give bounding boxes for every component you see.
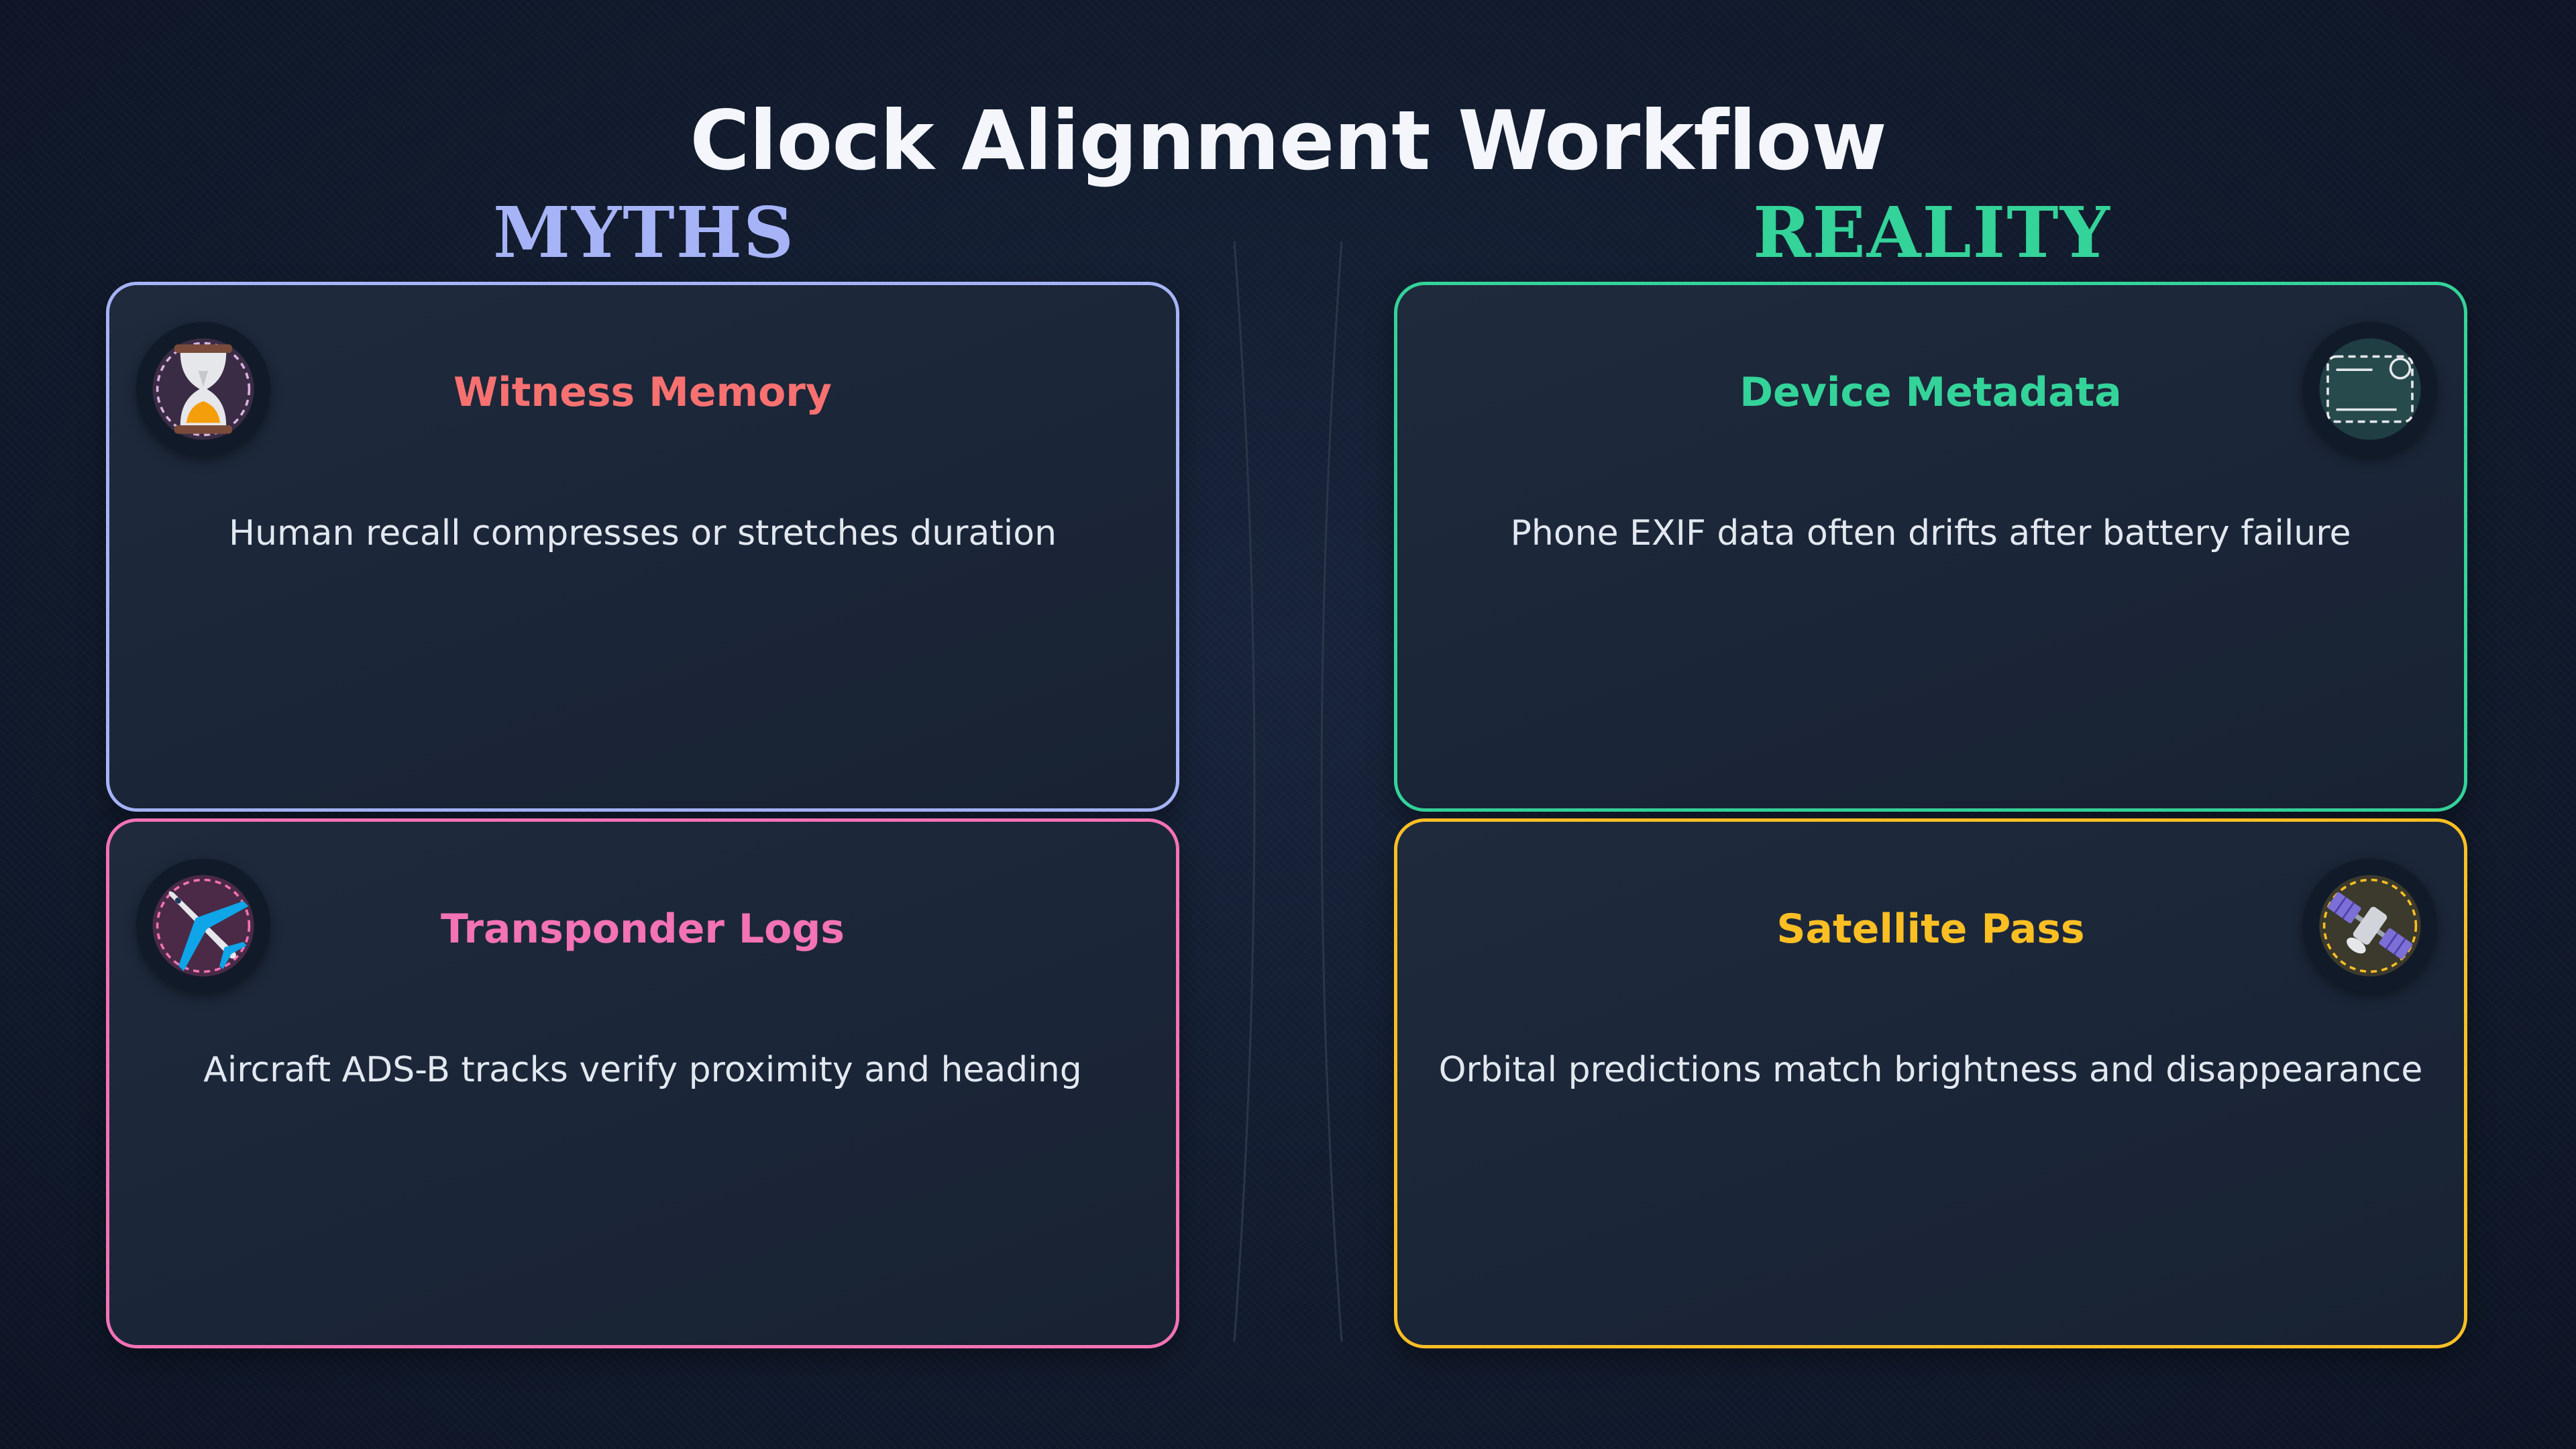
myths-heading: MYTHS	[492, 191, 796, 274]
card-witness-memory: Witness Memory Human recall compresses o…	[106, 282, 1179, 812]
card-title: Satellite Pass	[1776, 906, 2085, 953]
card-description: Aircraft ADS-B tracks verify proximity a…	[203, 1050, 1082, 1090]
satellite-icon	[2303, 859, 2437, 993]
card-title: Transponder Logs	[441, 906, 845, 953]
card-transponder-logs: Transponder Logs Aircraft ADS-B tracks v…	[106, 818, 1179, 1348]
card-satellite-pass: Satellite Pass Orbital predictions match…	[1394, 818, 2467, 1348]
column-divider-left	[1233, 241, 1256, 1342]
card-device-metadata: Device Metadata Phone EXIF data often dr…	[1394, 282, 2467, 812]
page-title: Clock Alignment Workflow	[690, 93, 1887, 189]
card-title: Witness Memory	[453, 369, 832, 416]
card-title: Device Metadata	[1739, 369, 2122, 416]
column-divider-right	[1320, 241, 1343, 1342]
reality-heading: REALITY	[1753, 191, 2111, 274]
card-description: Phone EXIF data often drifts after batte…	[1510, 513, 2351, 553]
hourglass-icon	[136, 322, 270, 456]
card-description: Human recall compresses or stretches dur…	[228, 513, 1057, 553]
airplane-icon	[136, 859, 270, 993]
card-description: Orbital predictions match brightness and…	[1438, 1050, 2423, 1090]
device-icon	[2303, 322, 2437, 456]
